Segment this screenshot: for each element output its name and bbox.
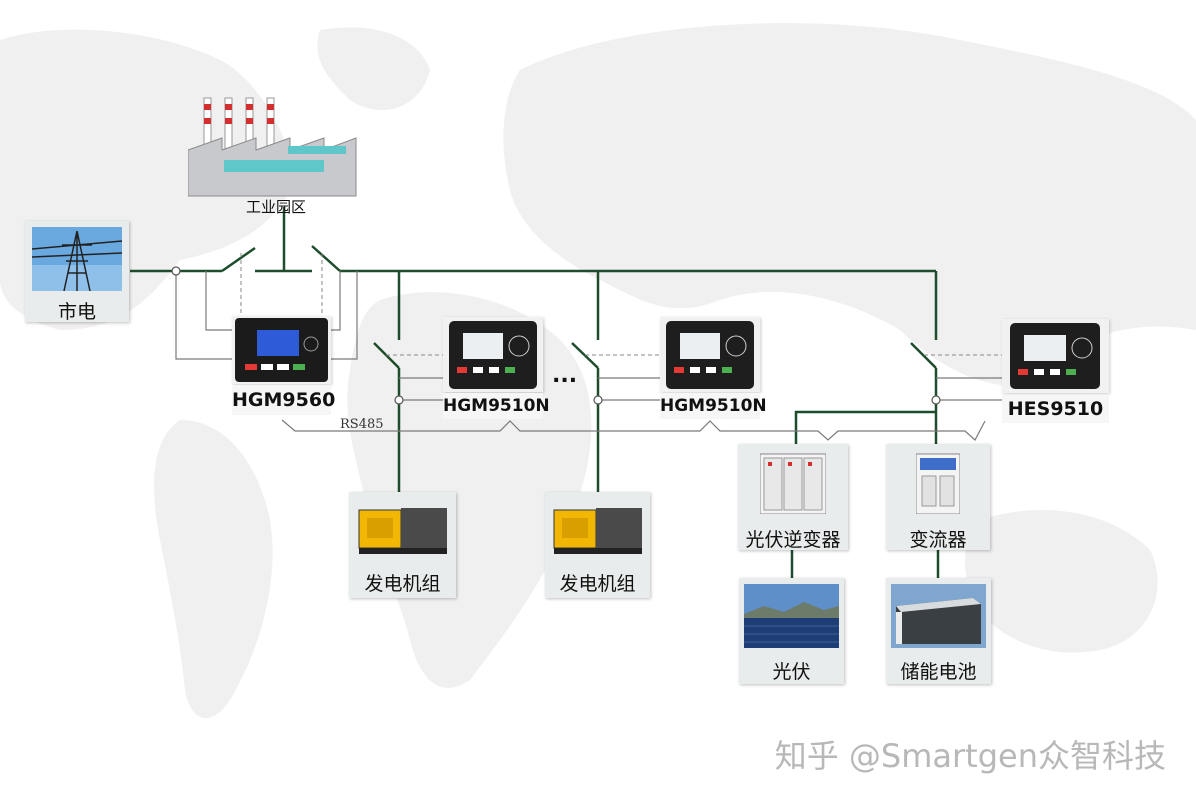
hgm9560-label: HGM9560 [232, 385, 331, 415]
battery-label: 储能电池 [886, 657, 991, 684]
rs485-line [282, 420, 985, 440]
hgm9510n-controller-b [660, 317, 760, 392]
battery-card: 储能电池 [886, 578, 991, 684]
hes9510-label: HES9510 [1002, 395, 1109, 423]
converter-label: 变流器 [886, 525, 990, 552]
mains-breaker [222, 248, 255, 271]
generator-set-icon [357, 502, 449, 556]
ellipsis-label: ... [552, 363, 577, 388]
genset-label-b: 发电机组 [545, 569, 650, 596]
genset-card-b: 发电机组 [545, 492, 650, 598]
solar-panel-icon [744, 584, 839, 648]
pv-label: 光伏 [739, 657, 844, 684]
mains-card: 市电 [25, 221, 129, 322]
rs485-label: RS485 [340, 417, 384, 432]
pv-inverter-label: 光伏逆变器 [738, 525, 848, 552]
genset-label-a: 发电机组 [349, 569, 456, 596]
converter-cabinet-icon [916, 452, 960, 514]
pv-inverter-card: 光伏逆变器 [738, 444, 848, 550]
hgm9510n-label-a: HGM9510N [443, 393, 543, 419]
pv-card: 光伏 [739, 578, 844, 684]
controller-panel-icon [1010, 323, 1100, 389]
converter-card: 变流器 [886, 444, 990, 550]
hgm9510n-label-b: HGM9510N [660, 393, 760, 419]
power-pylon-icon [32, 227, 122, 291]
pv-inverter-link [796, 412, 936, 444]
inverter-cabinet-icon [760, 452, 826, 514]
hgm9510n-controller-a [443, 317, 543, 392]
hgm9560-controller [232, 316, 331, 384]
factory-icon [188, 90, 360, 198]
mains-label: 市电 [25, 297, 129, 324]
bus-tie-breaker [312, 246, 340, 271]
hes9510-controller [1002, 319, 1109, 393]
controller-panel-icon [235, 318, 328, 382]
battery-storage-icon [891, 584, 986, 648]
watermark-text: 知乎 @Smartgen众智科技 [775, 731, 1166, 777]
industrial-park-label: 工业园区 [236, 196, 316, 217]
generator-set-icon [552, 502, 644, 556]
controller-panel-icon [449, 321, 537, 389]
genset-card-a: 发电机组 [349, 492, 456, 598]
controller-panel-icon [666, 321, 754, 389]
